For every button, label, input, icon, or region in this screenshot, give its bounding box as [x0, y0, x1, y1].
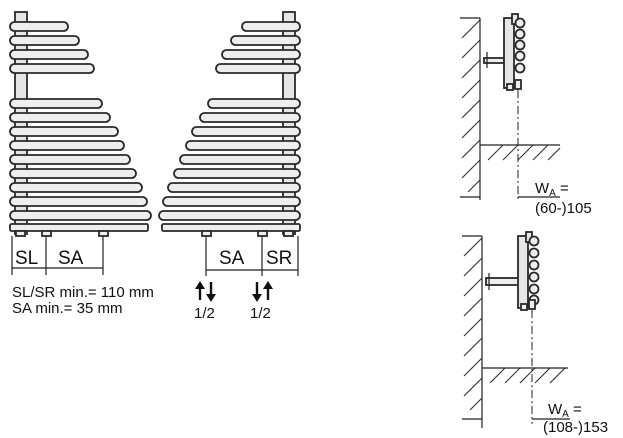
right-radiator-bar: [199, 112, 301, 123]
left-radiator-bar: [9, 112, 111, 123]
right-radiator-bar: [162, 196, 301, 207]
note-min-side-distance: SL/SR min.= 110 mm: [12, 284, 154, 301]
left-radiator-bottom-collector: [9, 223, 149, 232]
right-connection-nipple: [201, 230, 212, 237]
right-radiator-bar: [230, 35, 301, 46]
left-connection-nipple: [41, 230, 52, 237]
right-radiator-bar: [191, 126, 301, 137]
flow-arrows-right-icon: [252, 281, 273, 302]
right-radiator-bar: [185, 140, 301, 151]
left-radiator-bar: [9, 168, 137, 179]
bottom-wa-value: (108-)153: [543, 419, 608, 436]
bottom-radiator-body: [517, 235, 529, 309]
left-connection-nipple: [15, 230, 26, 237]
right-radiator-bar: [207, 98, 301, 109]
right-radiator-bar: [215, 63, 301, 74]
left-radiator-bar: [9, 196, 148, 207]
left-radiator-bar: [9, 35, 80, 46]
side-view-bottom: [462, 231, 570, 428]
right-radiator-bar: [221, 49, 301, 60]
connection-size-right: 1/2: [250, 305, 271, 322]
left-radiator-bar: [9, 182, 143, 193]
right-radiator-bar: [158, 210, 301, 221]
left-radiator-bar: [9, 49, 89, 60]
left-radiator-bar: [9, 140, 125, 151]
sa-label-right: SA: [219, 248, 245, 269]
top-radiator-body: [503, 17, 515, 89]
right-radiator-bar: [179, 154, 301, 165]
right-radiator-bar: [167, 182, 301, 193]
right-radiator-bar: [173, 168, 301, 179]
top-wa-value: (60-)105: [535, 200, 592, 217]
left-radiator-bar: [9, 63, 95, 74]
right-connection-nipple: [257, 230, 268, 237]
connection-size-left: 1/2: [194, 305, 215, 322]
sa-label-left: SA: [58, 248, 84, 269]
left-radiator-bar: [9, 154, 131, 165]
left-radiator: [9, 11, 152, 275]
right-connection-nipple: [283, 230, 294, 237]
side-view-top: [460, 13, 561, 200]
top-wa-label: WA =: [535, 180, 569, 199]
right-radiator-bar: [241, 21, 301, 32]
left-radiator-bar: [9, 210, 152, 221]
right-radiator: [158, 11, 301, 276]
flow-arrows-left-icon: [195, 281, 216, 302]
note-min-connection-distance: SA min.= 35 mm: [12, 300, 122, 317]
sl-label: SL: [15, 248, 38, 269]
bottom-wa-label: WA =: [548, 401, 582, 420]
left-connection-nipple: [98, 230, 109, 237]
left-radiator-bar: [9, 126, 119, 137]
left-radiator-bar: [9, 21, 69, 32]
sr-label: SR: [266, 248, 292, 269]
left-radiator-bar: [9, 98, 103, 109]
right-radiator-bottom-collector: [161, 223, 301, 232]
